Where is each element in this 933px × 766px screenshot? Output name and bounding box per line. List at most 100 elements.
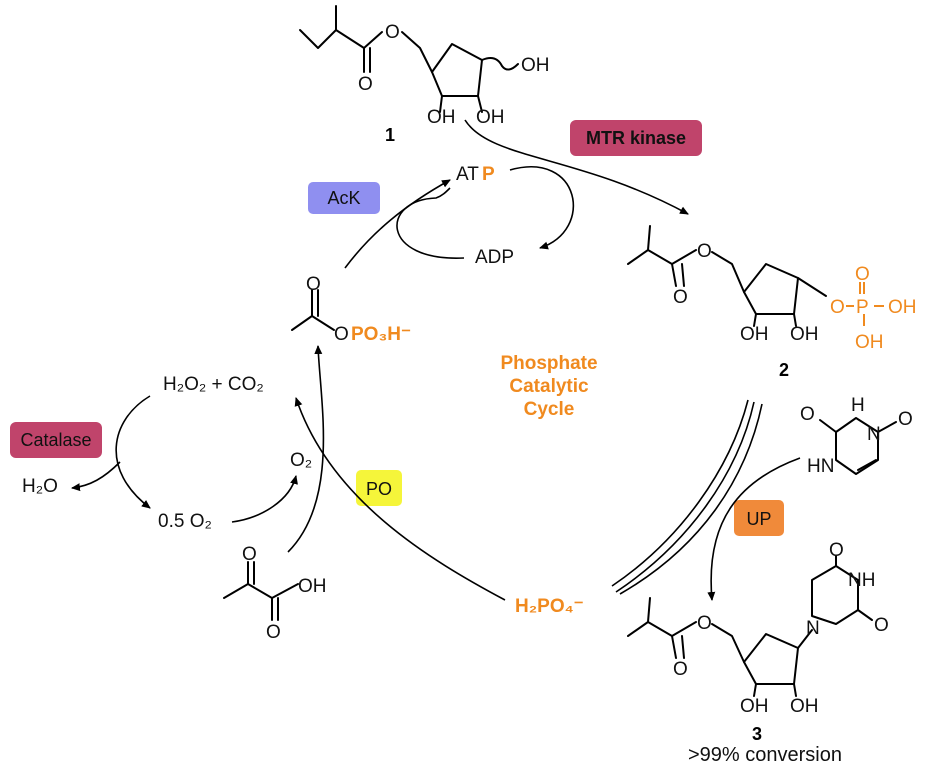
carbonyl-oxygen-label: O	[673, 287, 688, 308]
arrow-pyruvate-to-acetylphosphate	[287, 345, 325, 553]
acetyl-po3h: PO₃H⁻	[351, 324, 411, 345]
ring-substituent-bonds	[753, 277, 827, 327]
arrow-phosphate-to-h2o2	[294, 397, 506, 601]
c1-anomeric-oh: OH	[521, 55, 550, 76]
carbonyl-oxygen-label: O	[673, 659, 688, 680]
ester-oxygen-label: O	[697, 241, 712, 262]
mtr-kinase-label: MTR kinase	[586, 128, 686, 148]
arrows	[71, 119, 801, 601]
phosphate-p: P	[856, 297, 869, 318]
uracil-hn: HN	[807, 456, 834, 477]
c3-ring-o1: O	[829, 540, 844, 561]
c3-ring-nh: NH	[848, 570, 875, 591]
c2-oh3: OH	[740, 324, 769, 345]
acetyl-bonds	[291, 289, 335, 331]
cycle-title-line-3: Cycle	[524, 399, 575, 420]
arrow-adp-loop	[396, 187, 465, 259]
c1-oh3: OH	[427, 107, 456, 128]
compound-2: O O OH OH O P O OH OH 2	[627, 225, 917, 380]
c1-oh2: OH	[476, 107, 505, 128]
carbonyl-oxygen-label: O	[358, 74, 373, 95]
arrow-atp-to-adp	[509, 166, 575, 250]
uracil-nh-h: H	[851, 395, 865, 416]
conversion-label: >99% conversion	[688, 744, 842, 766]
h2o2-co2-label: H₂O₂ + CO₂	[163, 374, 264, 395]
arrow-phosphorolysis-a	[611, 399, 749, 587]
pyruvate-oh: OH	[298, 576, 327, 597]
isopropyl-bond	[627, 597, 673, 637]
pyruvate-o2: O	[266, 622, 281, 643]
atp-p: P	[482, 164, 495, 185]
arrow-ack-to-atp	[344, 179, 451, 269]
compound-3: O O N NH O O OH OH 3 >99% conversion	[627, 540, 889, 766]
ester-bond	[335, 29, 383, 73]
ring-oh-bonds	[439, 95, 483, 113]
acetyl-carbonyl-o: O	[306, 274, 321, 295]
ribose-ring-3	[743, 633, 799, 685]
arrow-catalase-to-half-o2	[115, 395, 151, 509]
ch2-bond	[401, 31, 433, 73]
up-label: UP	[746, 509, 771, 529]
compound-1-number: 1	[385, 125, 395, 145]
arrow-1-to-2	[464, 119, 689, 215]
enzyme-up: UP	[734, 500, 784, 536]
compound-3-number: 3	[752, 724, 762, 744]
uracil-o-left: O	[800, 404, 815, 425]
o2-label: O₂	[290, 450, 312, 471]
ester-oxygen-label: O	[697, 613, 712, 634]
compound-1: O O OH OH OH 1	[299, 5, 550, 145]
c3-ring-n: N	[806, 618, 820, 639]
ack-badge	[308, 182, 380, 214]
ack-label: AcK	[327, 188, 360, 208]
uracil-o-right: O	[898, 409, 913, 430]
compound-2-number: 2	[779, 360, 789, 380]
po-label: PO	[366, 479, 392, 499]
isopropyl-bond	[299, 5, 337, 49]
isopropyl-bond	[627, 225, 673, 265]
ch2-bond	[711, 251, 745, 293]
enzyme-mtr-kinase: MTR kinase	[570, 120, 702, 156]
arrow-phosphorolysis-c	[619, 403, 763, 595]
pyruvate-bonds	[223, 561, 299, 621]
enzyme-po: PO	[356, 470, 402, 506]
phosphate-bonds	[846, 282, 884, 326]
ester-bond	[671, 621, 697, 659]
half-o2-label: 0.5 O₂	[158, 511, 212, 532]
pyruvate: O O OH	[223, 544, 327, 643]
uracil: O O H N HN	[800, 395, 913, 477]
phosphate-double-o: O	[855, 264, 870, 285]
phosphate-oh2: OH	[855, 332, 884, 353]
phosphate-o: O	[830, 297, 845, 318]
ring-substituent-bonds	[753, 629, 813, 697]
ch2-bond	[711, 623, 745, 663]
cycle-title-line-2: Catalytic	[509, 376, 589, 397]
phosphate-oh1: OH	[888, 297, 917, 318]
c3-oh3: OH	[740, 696, 769, 717]
arrow-phosphorolysis-b	[615, 401, 755, 593]
enzyme-catalase: Catalase	[10, 422, 102, 458]
c3-oh2: OH	[790, 696, 819, 717]
catalase-label: Catalase	[20, 430, 91, 450]
pyruvate-o1: O	[242, 544, 257, 565]
acetyl-ester-o: O	[334, 324, 349, 345]
cycle-title: Phosphate Catalytic Cycle	[500, 353, 597, 420]
c3-ring-o2: O	[874, 615, 889, 636]
mtr-kinase-badge	[570, 120, 702, 156]
cycle-title-line-1: Phosphate	[500, 353, 597, 374]
uridine-base-ring	[811, 555, 873, 625]
up-badge	[734, 500, 784, 536]
po-badge	[356, 470, 402, 506]
uracil-ring	[835, 417, 879, 475]
acetyl-phosphate: O O PO₃H⁻	[291, 274, 411, 345]
atp-prefix: AT	[456, 164, 479, 185]
catalase-badge	[10, 422, 102, 458]
enzyme-ack: AcK	[308, 182, 380, 214]
uracil-substituents	[819, 419, 897, 471]
ribose-ring-2	[743, 263, 799, 315]
atp-label: AT P	[456, 164, 495, 185]
h2o-label: H₂O	[22, 476, 58, 497]
anomeric-wavy-bond	[481, 57, 519, 71]
c2-oh2: OH	[790, 324, 819, 345]
